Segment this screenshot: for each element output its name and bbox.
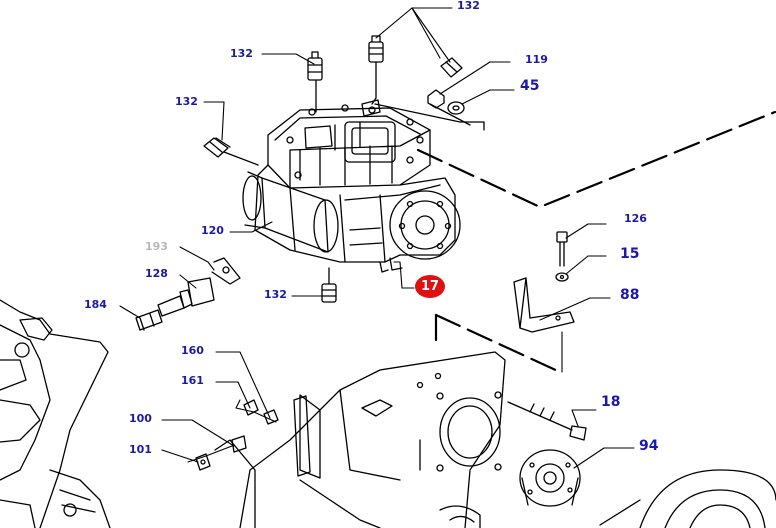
engine-block (0, 299, 111, 528)
callout-45: 45 (520, 78, 540, 94)
callout-88: 88 (620, 287, 640, 303)
callout-132-left-upper: 132 (230, 47, 253, 60)
bracket-88 (513, 231, 575, 333)
callout-94: 94 (639, 438, 659, 454)
callout-119: 119 (525, 53, 548, 66)
callout-18: 18 (601, 394, 621, 410)
callout-126: 126 (624, 212, 647, 225)
callout-101: 101 (129, 443, 152, 456)
callout-132-left-mid: 132 (175, 95, 198, 108)
callout-17-highlight-badge: 17 (415, 275, 445, 298)
callout-132-top: 132 (457, 0, 480, 12)
callout-100: 100 (129, 412, 152, 425)
callout-128: 128 (145, 267, 168, 280)
fittings-132 (203, 35, 463, 303)
housing-hardware (195, 399, 279, 471)
callout-132-bottom: 132 (264, 288, 287, 301)
housing-frame (214, 351, 506, 528)
dashed-assembly-lines (416, 110, 776, 374)
callout-120: 120 (201, 224, 224, 237)
callout-160: 160 (181, 344, 204, 357)
nut-and-washer (374, 89, 485, 131)
callout-193: 193 (145, 240, 168, 253)
sensor-assembly (135, 257, 241, 331)
pulley (599, 469, 776, 528)
callout-161: 161 (181, 374, 204, 387)
flange-94 (507, 401, 587, 507)
callout-15: 15 (620, 246, 640, 262)
callout-184: 184 (84, 298, 107, 311)
pump-assembly (242, 104, 461, 273)
leader-lines (119, 7, 635, 469)
